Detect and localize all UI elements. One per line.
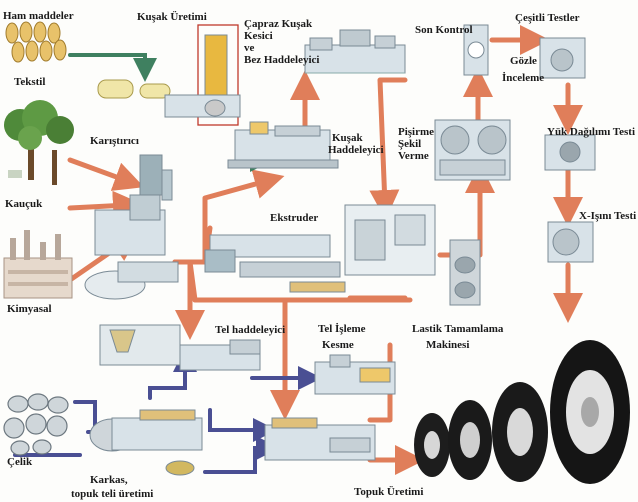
bead-wire-calender bbox=[99, 324, 261, 371]
label-visual-1: Gözle bbox=[510, 55, 537, 67]
label-wire-cutting-2: Kesme bbox=[322, 339, 354, 351]
label-carcass-1: Karkas, bbox=[90, 474, 128, 486]
label-bias-cutter-1: Çapraz Kuşak bbox=[244, 18, 313, 30]
final-inspection-station bbox=[463, 24, 489, 76]
label-wire-cutting-1: Tel İşleme bbox=[318, 323, 366, 335]
label-various-tests: Çeşitli Testler bbox=[515, 12, 580, 24]
label-carcass-2: topuk teli üretimi bbox=[71, 488, 154, 500]
label-xray-test: X-Işını Testi bbox=[579, 210, 637, 222]
bead-production bbox=[264, 417, 376, 461]
label-curing-3: Verme bbox=[398, 150, 429, 162]
rubber-trees bbox=[4, 100, 74, 185]
label-belt-production: Kuşak Üretimi bbox=[137, 11, 207, 23]
label-chemicals: Kimyasal bbox=[7, 303, 52, 315]
belt-calender bbox=[304, 29, 406, 74]
bias-cutter bbox=[164, 24, 241, 126]
label-visual-2: İnceleme bbox=[502, 72, 545, 84]
label-curing-1: Pişirme bbox=[398, 126, 435, 138]
label-bias-cutter-2: Kesici bbox=[244, 30, 273, 42]
label-curing-2: Şekil bbox=[398, 138, 422, 150]
test-stations bbox=[539, 37, 596, 263]
label-tire-finishing-1: Lastik Tamamlama bbox=[412, 323, 504, 335]
textile-bobbins bbox=[5, 21, 67, 63]
chemical-plant bbox=[3, 230, 73, 299]
label-final-inspection: Son Kontrol bbox=[415, 24, 473, 36]
mixer bbox=[84, 154, 179, 300]
extruder bbox=[204, 234, 346, 293]
label-extruder: Ekstruder bbox=[270, 212, 319, 224]
label-rubber: Kauçuk bbox=[5, 198, 43, 210]
textile-rolls bbox=[97, 79, 171, 99]
label-bias-cutter-4: Bez Haddeleyici bbox=[244, 54, 320, 66]
curing-press bbox=[434, 119, 511, 181]
label-mixer: Karıştırıcı bbox=[90, 135, 139, 147]
label-textile: Tekstil bbox=[14, 76, 46, 88]
label-bias-cutter-3: ve bbox=[244, 42, 255, 54]
wire-cutter bbox=[314, 354, 396, 395]
steel-flow-arrows bbox=[13, 348, 322, 474]
label-steel: Çelik bbox=[7, 456, 33, 468]
finished-tires bbox=[414, 340, 630, 484]
label-load-test: Yük Dağılımı Testi bbox=[547, 126, 636, 138]
label-belt-calender-1: Kuşak bbox=[332, 132, 363, 144]
label-wire-calender: Tel haddeleyici bbox=[215, 324, 286, 336]
tire-building-machine bbox=[344, 204, 481, 306]
carcass-machine bbox=[89, 409, 203, 476]
belt-roll-calender bbox=[227, 121, 339, 169]
label-belt-calender-2: Haddeleyici bbox=[328, 144, 384, 156]
steel-coils bbox=[3, 393, 69, 456]
label-tire-finishing-2: Makinesi bbox=[426, 339, 470, 351]
label-bead-production: Topuk Üretimi bbox=[354, 486, 424, 498]
label-raw-materials: Ham maddeler bbox=[3, 10, 74, 22]
